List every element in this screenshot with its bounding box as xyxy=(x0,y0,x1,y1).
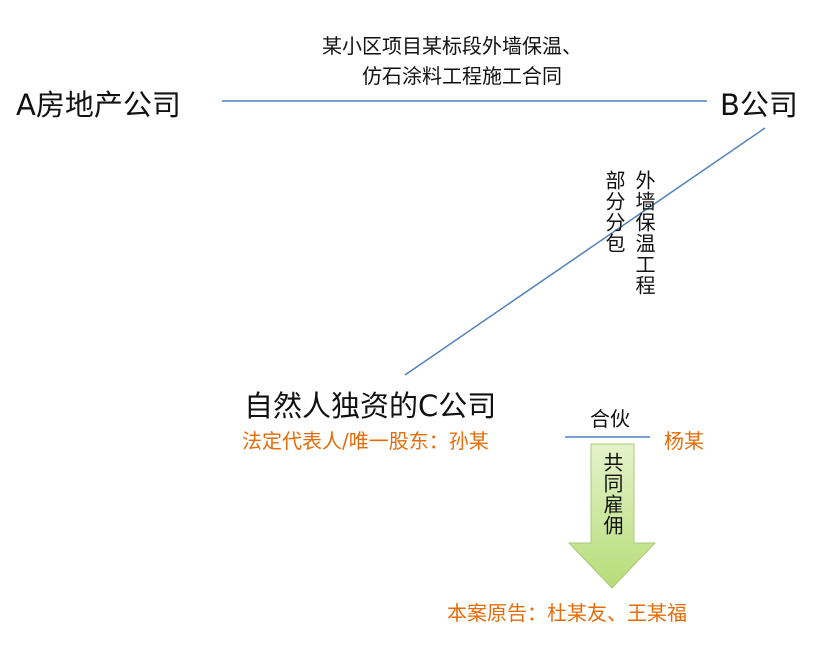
joint-hire-arrow xyxy=(567,443,657,589)
subcontract-label-col2: 部分分包 xyxy=(602,170,626,254)
node-b-company: B公司 xyxy=(720,88,798,122)
contract-label-line1: 某小区项目某标段外墙保温、 xyxy=(322,34,582,58)
node-yang: 杨某 xyxy=(664,429,704,453)
node-a-company: A房地产公司 xyxy=(16,88,181,122)
contract-label-line2: 仿石涂料工程施工合同 xyxy=(362,64,562,88)
b-c-line xyxy=(404,127,766,376)
subcontract-label-col1: 外墙保温工程 xyxy=(632,170,656,296)
c-legal-rep: 法定代表人/唯一股东：孙某 xyxy=(242,429,489,453)
joint-hire-label: 共同雇佣 xyxy=(600,452,624,536)
plaintiffs: 本案原告：杜某友、王某福 xyxy=(447,601,687,625)
node-c-company: 自然人独资的C公司 xyxy=(244,389,497,423)
partnership-label: 合伙 xyxy=(590,407,630,431)
